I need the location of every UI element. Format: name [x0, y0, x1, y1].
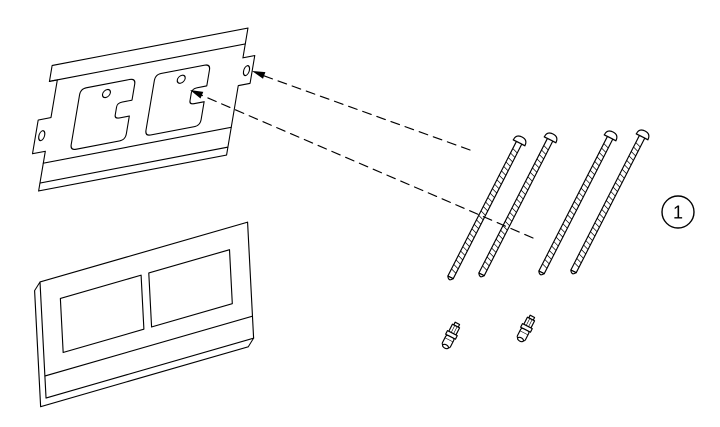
arrowhead-1	[252, 71, 266, 79]
adapter-nut-2	[514, 313, 538, 345]
callout-number: 1	[673, 203, 683, 223]
plate-button-left	[59, 274, 145, 354]
leader-line-2	[200, 94, 534, 239]
adapter-nut-1	[439, 320, 463, 352]
callout-circle	[661, 195, 695, 229]
plate-seam-line	[44, 315, 254, 377]
callout-1: 1	[661, 195, 695, 229]
bracket-screw-hole-right	[176, 74, 186, 84]
bracket-cutout-right	[145, 64, 211, 136]
leader-2	[190, 90, 534, 239]
bracket-screw-hole-left	[101, 88, 112, 99]
bracket-bottom-rail-line	[42, 126, 232, 164]
arrowhead-2	[190, 90, 204, 99]
plate-thickness-edge	[34, 281, 255, 408]
bracket-ear-slot-left	[38, 130, 46, 142]
bracket-cutout-left	[70, 78, 136, 150]
plate-outline	[39, 221, 255, 399]
bracket-top-rail-line	[48, 43, 246, 82]
flush-plate-drawing	[34, 221, 255, 408]
mounting-bracket-drawing	[31, 27, 256, 192]
leader-1	[252, 71, 471, 151]
bracket-ear-slot-right	[242, 65, 251, 77]
leader-line-1	[262, 74, 471, 151]
plate-button-right	[148, 249, 233, 328]
bracket-thickness-edge	[38, 146, 229, 192]
